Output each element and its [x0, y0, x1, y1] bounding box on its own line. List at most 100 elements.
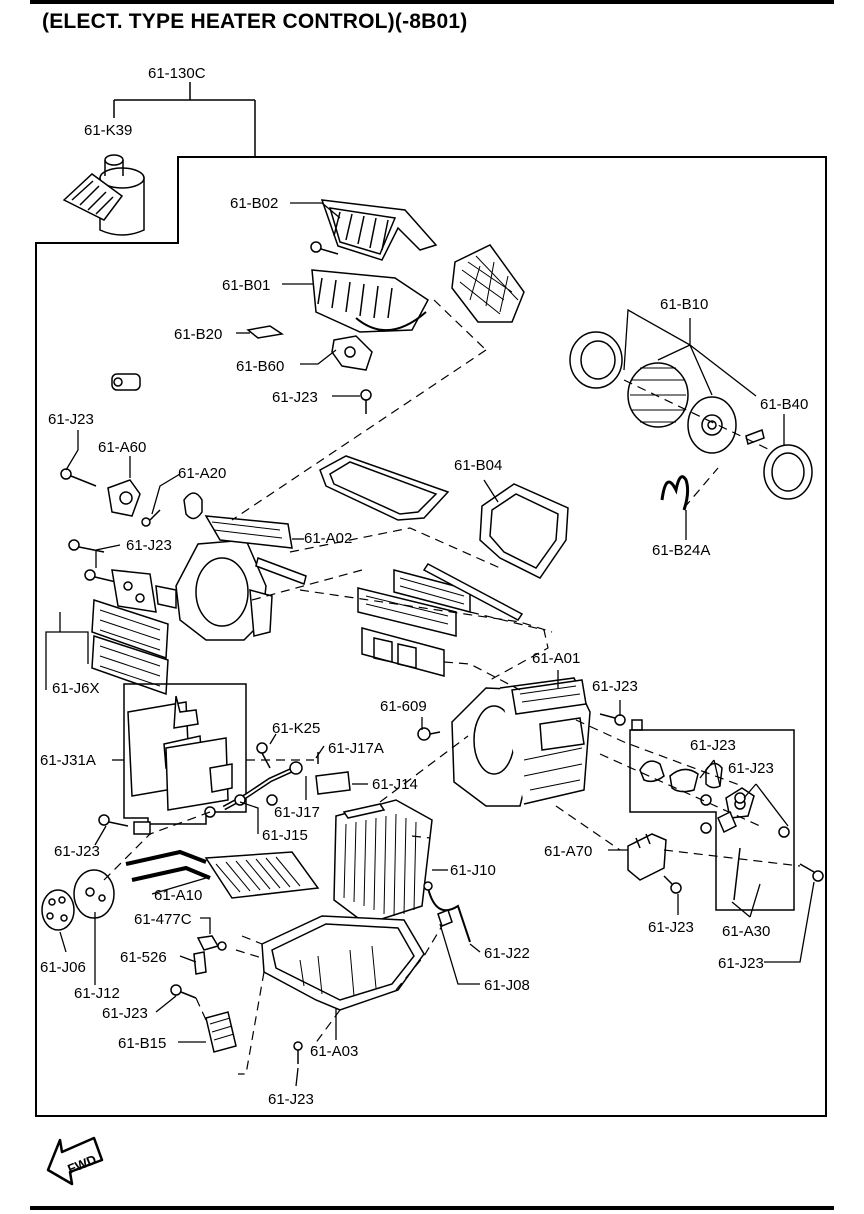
- screw-drawing: [599, 713, 643, 731]
- label-61-b24a: 61-B24A: [652, 542, 710, 559]
- label-61-j22: 61-J22: [484, 945, 530, 962]
- label-61-j23: 61-J23: [268, 1091, 314, 1108]
- label-61-j23: 61-J23: [102, 1005, 148, 1022]
- label-61-a10: 61-A10: [154, 887, 202, 904]
- label-61-j31a: 61-J31A: [40, 752, 96, 769]
- label-61-b15: 61-B15: [118, 1035, 166, 1052]
- label-61-a60: 61-A60: [98, 439, 146, 456]
- label-61-a20: 61-A20: [178, 465, 226, 482]
- label-61-j6x: 61-J6X: [52, 680, 100, 697]
- label-61-j15: 61-J15: [262, 827, 308, 844]
- screw-drawing: [141, 509, 161, 527]
- blower-upper-case-drawing: [320, 199, 438, 261]
- label-61-j23: 61-J23: [718, 955, 764, 972]
- door-link-drawing: [107, 479, 141, 517]
- label-61-j10: 61-J10: [450, 862, 496, 879]
- drain-valve-drawing: [193, 951, 207, 975]
- sensor-wire-drawing: [427, 887, 471, 943]
- hose-clamp-drawing: [196, 935, 227, 951]
- label-61-b40: 61-B40: [760, 396, 808, 413]
- blower-motor-assembly-drawing: [569, 331, 765, 454]
- connector-drawing: [98, 814, 151, 835]
- lower-case-drawing: [261, 915, 425, 1011]
- label-61-j17: 61-J17: [274, 804, 320, 821]
- blower-case-drawing: [175, 515, 293, 641]
- clip-drawing: [246, 325, 284, 339]
- label-61-a30: 61-A30: [722, 923, 770, 940]
- connector-drawing: [111, 373, 141, 391]
- label-61-a03: 61-A03: [310, 1043, 358, 1060]
- page-title: (ELECT. TYPE HEATER CONTROL)(-8B01): [42, 10, 468, 33]
- label-61-b20: 61-B20: [174, 326, 222, 343]
- label-61-j23: 61-J23: [690, 737, 736, 754]
- label-61-j08: 61-J08: [484, 977, 530, 994]
- heater-case-drawing: [451, 677, 591, 807]
- label-61-j06: 61-J06: [40, 959, 86, 976]
- label-61-b10: 61-B10: [660, 296, 708, 313]
- screw-drawing: [68, 539, 117, 583]
- label-61-b01: 61-B01: [222, 277, 270, 294]
- diagram-frame: [35, 156, 827, 1117]
- filter-frame-drawing: [319, 455, 450, 521]
- label-61-j23: 61-J23: [272, 389, 318, 406]
- link-plates-drawing: [111, 569, 177, 613]
- grommet-drawing: [41, 889, 75, 931]
- label-61-j23: 61-J23: [592, 678, 638, 695]
- outlet-louver-drawing: [91, 598, 169, 696]
- sensor-clip-drawing: [423, 881, 453, 927]
- cabin-filter-drawing: [479, 483, 569, 579]
- label-61-130c: 61-130C: [148, 65, 206, 82]
- insulation-sheets-drawing: [127, 695, 233, 811]
- temperature-sensor-drawing: [417, 727, 441, 741]
- top-rule: [30, 0, 834, 4]
- screw-drawing: [310, 241, 339, 255]
- evaporator-core-drawing: [333, 799, 433, 925]
- mode-actuator-drawing: [639, 760, 755, 901]
- label-61-b02: 61-B02: [230, 195, 278, 212]
- intake-door-drawing: [311, 269, 429, 333]
- label-61-j23: 61-J23: [126, 537, 172, 554]
- label-61-609: 61-609: [380, 698, 427, 715]
- label-61-a01: 61-A01: [532, 650, 580, 667]
- label-61-j23: 61-J23: [648, 919, 694, 936]
- screw-drawing: [170, 984, 303, 1064]
- screw-drawing: [663, 875, 682, 894]
- part-labels: 61-130C 61-K39 61-B02 61-B01 61-B20 61-B…: [40, 65, 808, 1108]
- insulation-kit-box: [123, 683, 247, 825]
- label-61-k39: 61-K39: [84, 122, 132, 139]
- label-61-j12: 61-J12: [74, 985, 120, 1002]
- power-transistor-drawing: [627, 833, 667, 881]
- air-mix-doors-drawing: [255, 557, 524, 677]
- screw-drawing: [60, 468, 97, 487]
- label-61-j14: 61-J14: [372, 776, 418, 793]
- fastener-set-drawing: [205, 1011, 237, 1053]
- drain-hose-drawing: [660, 475, 690, 511]
- lever-drawing: [183, 492, 203, 520]
- bottom-rule: [30, 1206, 834, 1210]
- label-61-b04: 61-B04: [454, 457, 502, 474]
- kit-bracket: [113, 82, 256, 157]
- label-61-526: 61-526: [120, 949, 167, 966]
- screw-drawing: [700, 792, 824, 882]
- label-61-b60: 61-B60: [236, 358, 284, 375]
- motor-seal-ring-drawing: [763, 444, 813, 500]
- assembly-guide-lines: [103, 299, 801, 1075]
- label-61-j23: 61-J23: [48, 411, 94, 428]
- fwd-arrow-icon: FWD: [46, 1136, 104, 1186]
- actuator-kit-box: [629, 729, 795, 911]
- label-61-a02: 61-A02: [304, 530, 352, 547]
- label-61-j23: 61-J23: [54, 843, 100, 860]
- air-filter-cartridge-drawing: [62, 154, 145, 236]
- label-61-477c: 61-477C: [134, 911, 192, 928]
- label-61-j17a: 61-J17A: [328, 740, 384, 757]
- actuator-drawing: [331, 335, 373, 371]
- heater-pipe-inner: [223, 769, 293, 809]
- heater-core-drawing: [204, 851, 320, 899]
- heater-core-pipes-drawing: [125, 849, 211, 882]
- label-61-k25: 61-K25: [272, 720, 320, 737]
- intake-filter-grille-drawing: [451, 244, 525, 323]
- label-61-j23: 61-J23: [728, 760, 774, 777]
- screw-drawing: [360, 389, 372, 414]
- label-61-a70: 61-A70: [544, 843, 592, 860]
